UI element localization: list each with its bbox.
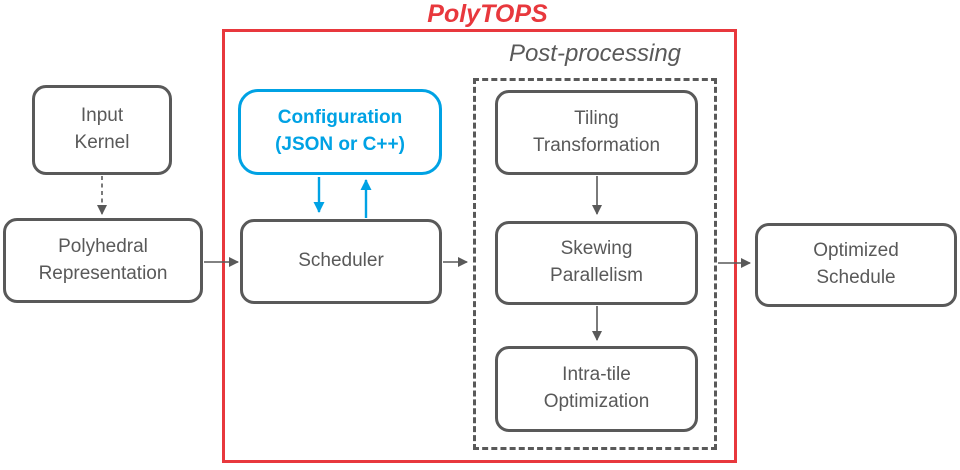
node-intra-tile-optimization: Intra-tile Optimization — [495, 346, 698, 432]
node-skewing-parallelism: Skewing Parallelism — [495, 221, 698, 305]
node-tiling-transformation: Tiling Transformation — [495, 90, 698, 175]
node-optimized-schedule: Optimized Schedule — [755, 223, 957, 307]
node-scheduler: Scheduler — [240, 219, 442, 304]
node-polyhedral-representation: Polyhedral Representation — [3, 218, 203, 303]
polytops-frame — [222, 29, 737, 463]
diagram-title: PolyTOPS — [427, 0, 548, 28]
node-configuration: Configuration (JSON or C++) — [238, 89, 442, 175]
node-input-kernel: Input Kernel — [32, 85, 172, 175]
post-processing-label: Post-processing — [508, 40, 682, 67]
post-processing-frame — [473, 78, 717, 450]
